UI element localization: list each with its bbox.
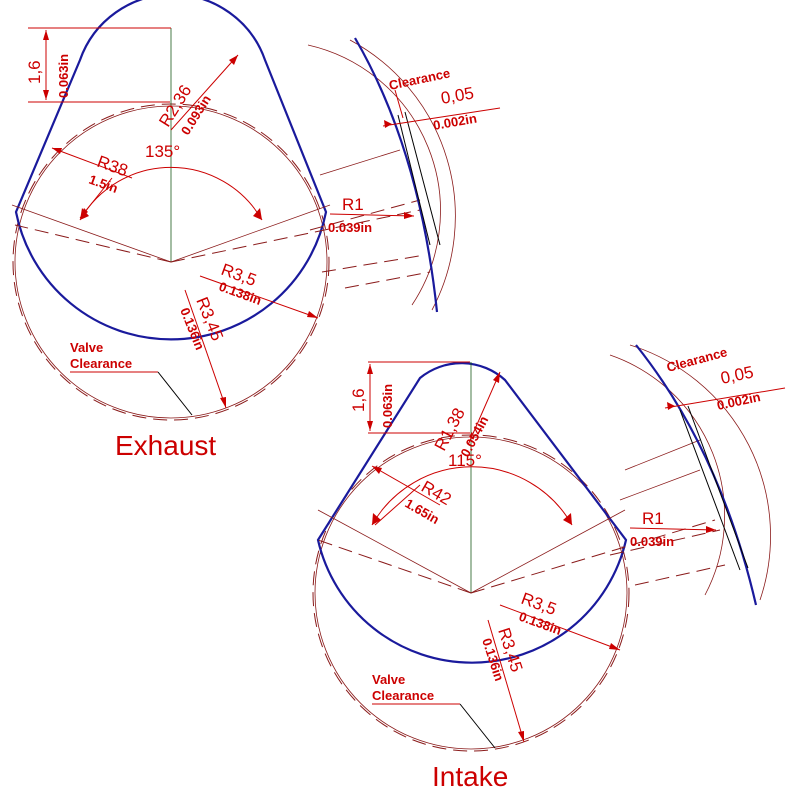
exhaust-dash-left	[14, 224, 172, 263]
intake-lift-arrow-bottom	[367, 421, 373, 431]
intake-valve-label-2: Clearance	[372, 688, 434, 703]
intake-detail-profile	[635, 344, 758, 606]
intake-nose-dim-line	[467, 371, 501, 446]
intake-flank-line-right	[470, 509, 626, 594]
exhaust-valve-label-2: Clearance	[70, 356, 132, 371]
intake-dash-right-2	[609, 529, 721, 556]
exhaust-angle-arc	[79, 166, 263, 221]
intake-angle-arrow-left	[372, 513, 381, 525]
intake-flank-leader	[374, 484, 421, 526]
intake-base-dim-line	[499, 604, 621, 651]
intake-clearance-detail: Clearance 0,05 0.002in R1 0.039in	[609, 344, 786, 606]
exhaust-lift-in: 0.063in	[56, 54, 71, 98]
exhaust-flank-dim-line	[51, 147, 133, 179]
exhaust-aux-line	[319, 149, 401, 176]
intake-cam: 1,6 0.063in R1,38 0.054in 115° R42 1.65i…	[312, 361, 726, 792]
intake-dash-left	[317, 539, 472, 594]
intake-cam-profile	[316, 362, 628, 664]
exhaust-r1-in: 0.039in	[328, 220, 372, 235]
exhaust-dash-right-2	[309, 199, 421, 231]
intake-flank-arrow	[372, 466, 382, 474]
intake-base-arrow	[609, 643, 620, 650]
exhaust-detail-profile	[354, 37, 439, 313]
intake-clearance-dim-line	[664, 387, 786, 409]
exhaust-flank-line-right	[170, 204, 331, 263]
intake-detail-arc-2	[629, 344, 771, 601]
exhaust-clearance-in: 0.002in	[432, 111, 478, 133]
exhaust-flank-arrow	[52, 148, 62, 154]
exhaust-detail-line	[397, 114, 431, 246]
intake-flank-line-left	[317, 509, 472, 594]
exhaust-angle: 135°	[145, 142, 180, 161]
exhaust-detail-arc	[307, 44, 441, 306]
intake-r1-dim-line	[629, 527, 717, 531]
intake-detail-line	[679, 409, 741, 571]
intake-clearance-arrow	[667, 402, 675, 410]
exhaust-r1-dim-line	[329, 213, 415, 217]
intake-base2-dim-line	[487, 619, 525, 743]
exhaust-r1-arrow	[404, 212, 414, 219]
intake-aux-line	[619, 469, 701, 501]
intake-detail-arc	[609, 354, 725, 596]
intake-valve-leader	[459, 703, 496, 749]
exhaust-title: Exhaust	[115, 430, 216, 461]
intake-dash-right	[470, 519, 716, 594]
intake-angle: 115°	[448, 451, 482, 470]
exhaust-detail-arc-2	[349, 39, 456, 311]
exhaust-nose-arrow	[229, 55, 238, 65]
intake-r1-mm: R1	[642, 509, 664, 528]
exhaust-lift-arrow-top	[43, 30, 49, 40]
intake-angle-arc	[371, 466, 573, 526]
intake-nose-arrow	[493, 372, 500, 383]
intake-r1-in: 0.039in	[630, 534, 674, 549]
exhaust-base-arrow	[307, 311, 318, 318]
exhaust-nose-dim-line	[170, 54, 239, 131]
exhaust-flank-leader-arrow	[80, 208, 88, 218]
intake-r1-arrow	[706, 526, 716, 533]
exhaust-base-dim-line	[199, 275, 319, 319]
exhaust-clearance-dim-line	[382, 107, 501, 127]
intake-clearance-in: 0.002in	[716, 389, 762, 413]
intake-base2-arrow	[518, 731, 524, 742]
exhaust-clearance-arrow	[384, 120, 392, 128]
exhaust-flank-line-left	[11, 204, 172, 263]
intake-detail-line-2	[687, 405, 749, 569]
exhaust-r1-mm: R1	[342, 195, 364, 214]
intake-valve-label-1: Valve	[372, 672, 405, 687]
intake-aux-line-2	[624, 439, 701, 471]
intake-flank-dim-line	[371, 465, 441, 506]
exhaust-valve-label-1: Valve	[70, 340, 103, 355]
exhaust-clearance-detail: Clearance 0,05 0.002in R1 0.039in	[307, 37, 501, 313]
exhaust-dash-right	[170, 209, 421, 263]
intake-lift-arrow-top	[367, 364, 373, 374]
exhaust-lift-arrow-bottom	[43, 90, 49, 100]
exhaust-base2-arrow	[220, 397, 226, 408]
exhaust-dash-right-4	[344, 271, 431, 289]
exhaust-cam-profile	[14, 0, 328, 341]
exhaust-angle-arrow-right	[253, 208, 262, 220]
intake-dash-right-3	[634, 564, 726, 586]
intake-title: Intake	[432, 761, 508, 792]
intake-lift-mm: 1,6	[349, 388, 368, 412]
intake-lift-in: 0.063in	[380, 384, 395, 428]
exhaust-clearance-mm: 0,05	[439, 83, 475, 107]
exhaust-valve-leader	[157, 371, 193, 416]
exhaust-lift-mm: 1,6	[25, 60, 44, 84]
intake-angle-arrow-right	[563, 513, 572, 525]
exhaust-dash-right-3	[321, 254, 426, 273]
intake-clearance-mm: 0,05	[719, 362, 755, 387]
exhaust-clearance-leader	[394, 89, 404, 119]
exhaust-base2-dim-line	[184, 289, 227, 409]
exhaust-detail-line-2	[404, 111, 441, 246]
